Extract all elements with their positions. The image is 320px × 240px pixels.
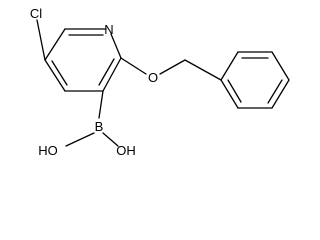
bond-c4-c5 [44, 59, 66, 92]
phenyl-ring [220, 51, 290, 109]
atom-label-cl: Cl [30, 6, 42, 21]
bond-c5-c6 [44, 28, 66, 61]
atom-label-o: O [148, 70, 158, 85]
bond-c3-b [98, 90, 104, 119]
double-bond-c4-c5 [51, 60, 68, 86]
atom-label-b: B [95, 119, 104, 134]
atom-label-ho: HO [38, 143, 58, 157]
bond-ch2-phenyl [184, 59, 222, 81]
bond-o-ch2 [159, 59, 186, 75]
atom-label-n: N [104, 22, 113, 37]
double-bond-ph-4-5 [267, 79, 283, 104]
pyridine-ring [44, 28, 122, 92]
atom-labels: Cl N O B HO OH [30, 6, 158, 157]
atom-label-oh: OH [116, 143, 136, 157]
bond-ph-1-2 [220, 51, 239, 81]
double-bond-ph-6-1 [227, 79, 242, 103]
substituents [36, 19, 222, 147]
bond-ph-3-4 [271, 51, 290, 81]
bond-b-oh-left [65, 132, 95, 147]
chemical-structure: Cl N O B HO OH [30, 6, 290, 157]
double-bond-c2-c3 [98, 58, 115, 86]
bond-ph-4-5 [271, 79, 290, 109]
bond-c2-c3 [102, 57, 122, 92]
bond-c5-cl [36, 19, 46, 61]
bond-ph-6-1 [220, 79, 239, 109]
bond-b-oh-right [102, 132, 119, 147]
bond-c2-o [120, 57, 147, 75]
bond-n1-c2 [110, 33, 122, 59]
